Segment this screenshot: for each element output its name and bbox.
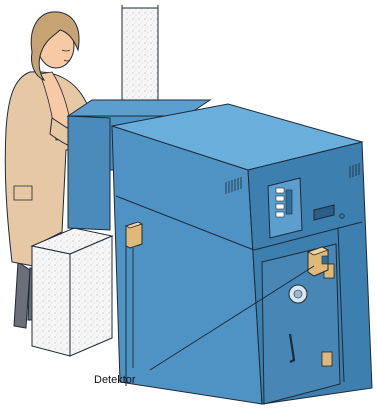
detector-label: Detektor xyxy=(94,374,136,386)
control-panel xyxy=(268,178,302,238)
paper-stack xyxy=(32,228,112,356)
detector-left xyxy=(126,222,142,248)
exhaust-duct xyxy=(122,4,158,110)
detector-right xyxy=(308,247,328,276)
